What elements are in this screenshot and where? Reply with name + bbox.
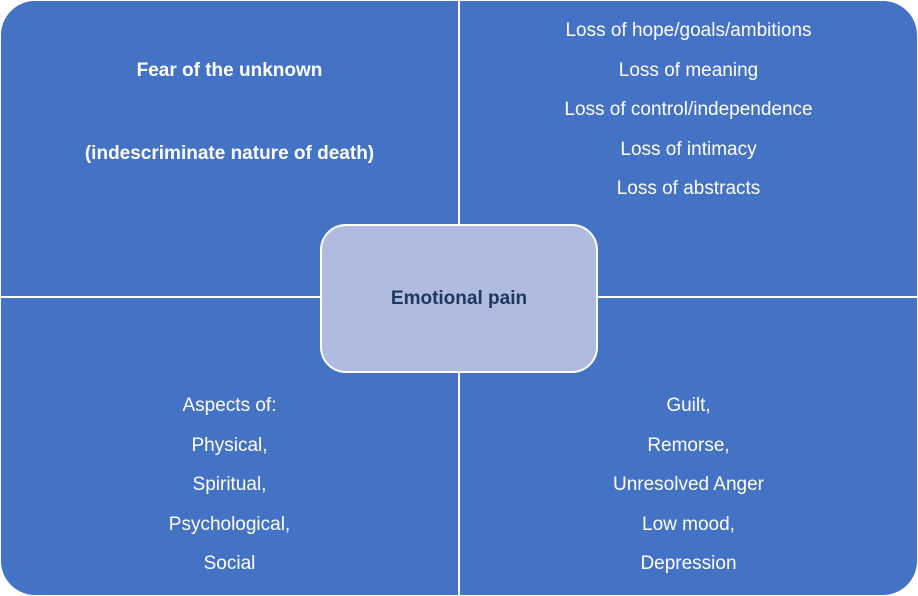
- list-item: Loss of meaning: [618, 59, 759, 81]
- list-item: Spiritual,: [192, 474, 267, 495]
- list-item: Psychological,: [168, 513, 291, 535]
- list-item: Loss of abstracts: [616, 178, 761, 199]
- fear-subheading: (indescriminate nature of death): [84, 143, 375, 164]
- center-label: Emotional pain: [390, 287, 528, 309]
- list-item: Remorse,: [647, 434, 730, 456]
- fear-heading: Fear of the unknown: [136, 60, 323, 81]
- list-item: Unresolved Anger: [612, 474, 765, 495]
- feelings-list: Guilt, Remorse, Unresolved Anger Low moo…: [460, 386, 917, 584]
- quadrant-losses: Loss of hope/goals/ambitions Loss of mea…: [460, 1, 917, 296]
- list-item: Guilt,: [666, 395, 711, 416]
- list-item: Social: [203, 553, 256, 574]
- list-item: Physical,: [191, 434, 268, 456]
- list-item: Loss of hope/goals/ambitions: [565, 20, 812, 41]
- aspects-list: Aspects of: Physical, Spiritual, Psychol…: [1, 386, 458, 584]
- list-item: Loss of intimacy: [620, 138, 757, 160]
- quadrant-fear-of-unknown: Fear of the unknown (indescriminate natu…: [1, 1, 458, 296]
- list-item: Low mood,: [642, 513, 735, 535]
- list-item: Depression: [640, 553, 737, 574]
- center-node-emotional-pain: Emotional pain: [320, 224, 598, 373]
- list-item: Loss of control/independence: [564, 99, 813, 120]
- losses-list: Loss of hope/goals/ambitions Loss of mea…: [460, 11, 917, 209]
- list-item: Aspects of:: [182, 395, 277, 416]
